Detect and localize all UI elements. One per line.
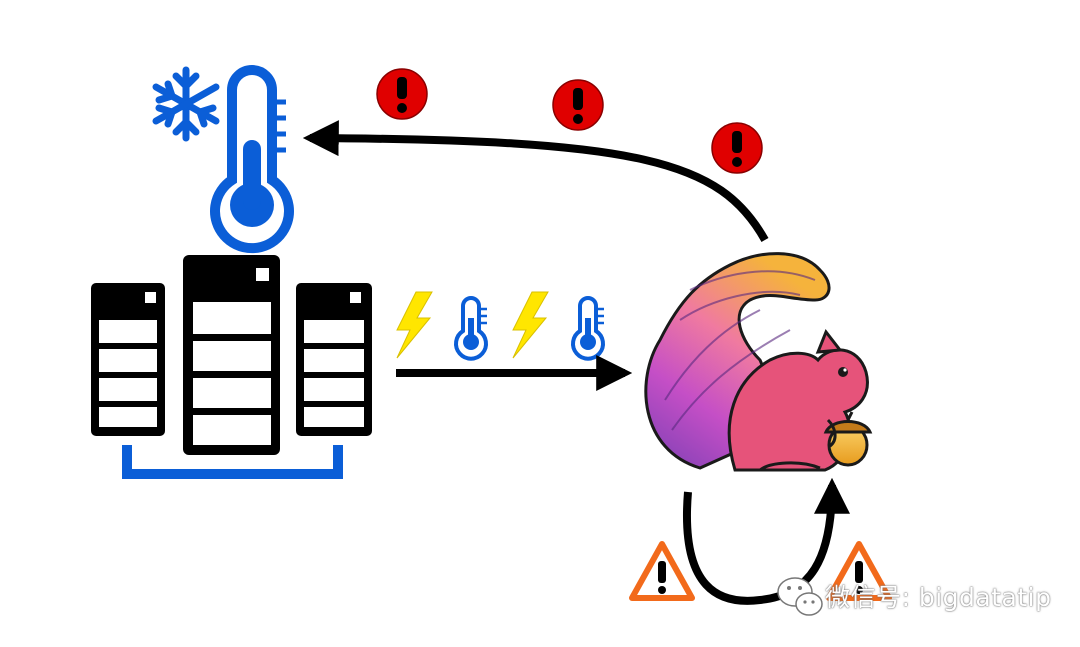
server-rack-icon bbox=[296, 283, 372, 436]
snowflake-icon bbox=[152, 66, 220, 142]
cold-thermometer-icon bbox=[152, 65, 294, 254]
server-cluster bbox=[91, 255, 372, 479]
alert-feedback-arrow bbox=[302, 120, 769, 242]
alert-circle-icon bbox=[711, 122, 763, 174]
warning-triangle-icon bbox=[826, 541, 892, 601]
thermometer-icon bbox=[454, 296, 488, 361]
watermark-text: 微信号: bigdatatip bbox=[825, 583, 1052, 612]
state-loop-arrow bbox=[683, 477, 850, 605]
squirrel-logo-icon bbox=[644, 252, 873, 472]
alert-circle-icon bbox=[376, 68, 428, 120]
alert-circle-icon bbox=[552, 79, 604, 131]
server-rack-icon bbox=[91, 283, 165, 436]
lightning-icon bbox=[512, 291, 549, 359]
wechat-icon bbox=[777, 577, 823, 616]
lightning-icon bbox=[396, 291, 433, 359]
warning-triangle-icon bbox=[629, 541, 695, 601]
acorn-icon bbox=[823, 411, 873, 467]
cluster-connector bbox=[122, 445, 343, 479]
server-rack-icon bbox=[183, 255, 280, 455]
thermometer-icon bbox=[571, 296, 605, 361]
